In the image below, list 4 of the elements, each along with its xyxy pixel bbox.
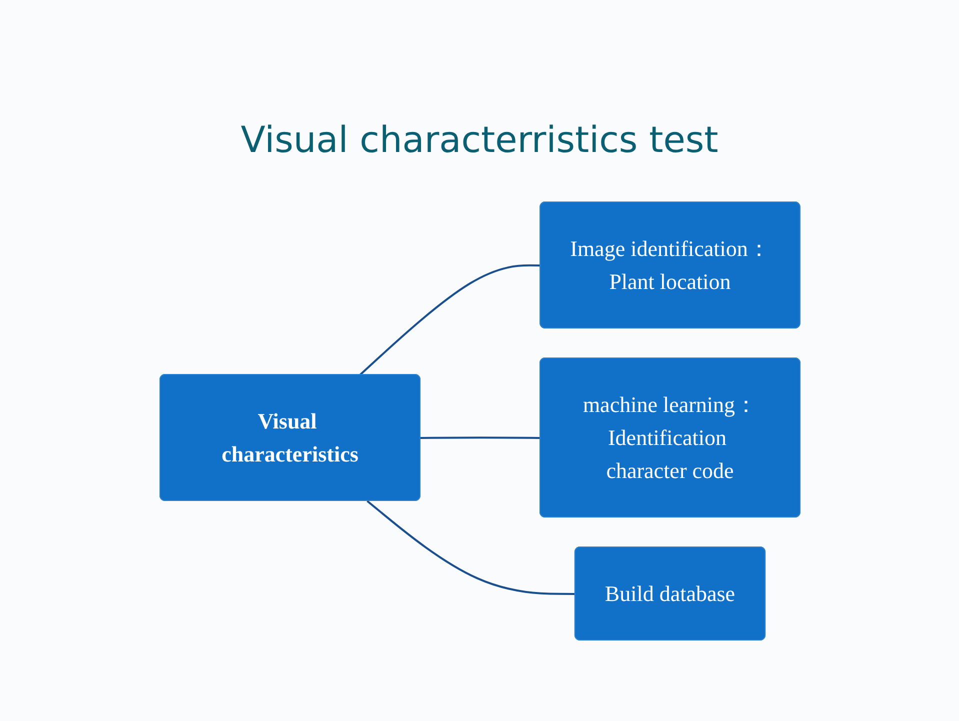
connector [366,500,575,595]
connector [358,264,540,376]
slide-title: Visual characterristics test [240,120,720,161]
connector [420,436,540,439]
